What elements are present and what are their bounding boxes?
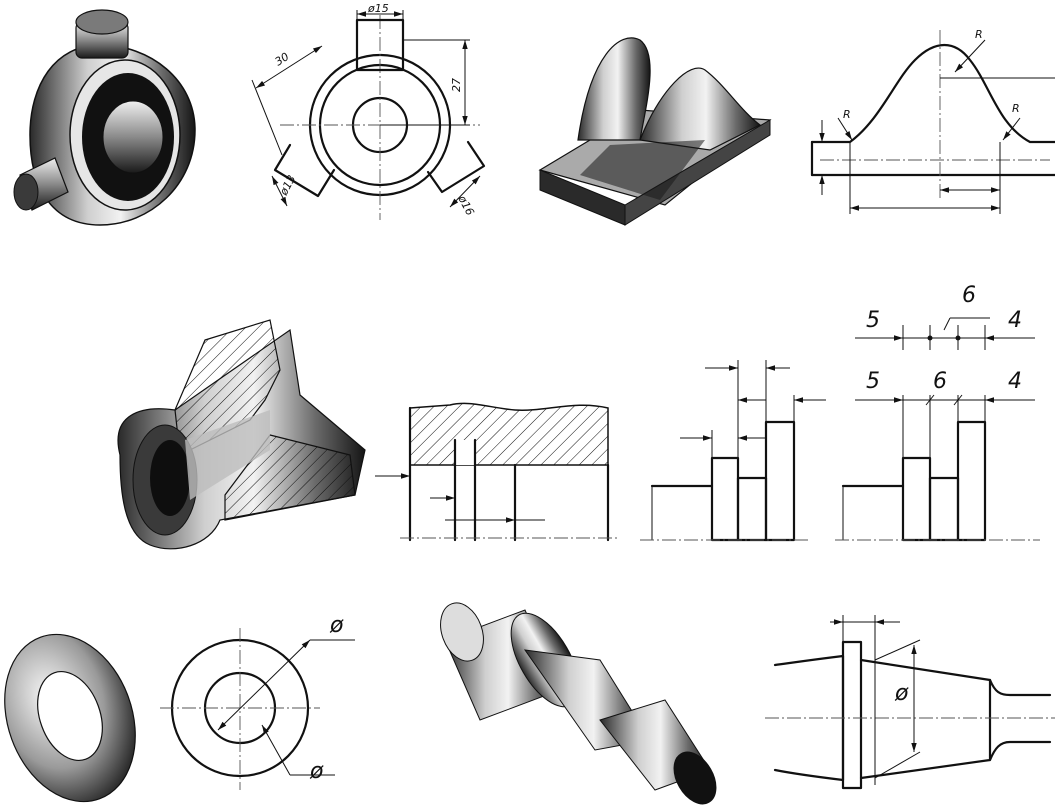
chain-top-left: 5 — [866, 308, 880, 333]
radius-left-label: R — [843, 108, 851, 121]
sectioned-bushing-3d — [117, 319, 366, 550]
chain-bottom-mid: 6 — [933, 369, 947, 394]
stepped-shaft-3d — [440, 602, 717, 805]
chain-dims-view: 5 6 4 5 6 4 — [835, 283, 1040, 542]
dim-height: 27 — [450, 78, 463, 92]
dim-left-dia: ø13 — [277, 173, 299, 198]
chain-top-mid: 6 — [962, 283, 976, 308]
chain-bottom-left: 5 — [866, 369, 880, 394]
dim-right-dia: ø16 — [455, 192, 477, 217]
shaft-cone-view: ø — [765, 615, 1055, 790]
step-section-view — [375, 402, 620, 542]
washer-outer-dia: ø — [329, 613, 344, 638]
profile-view: R R R — [810, 28, 1055, 214]
bracket-view: ø15 27 30 ø13 ø16 — [251, 2, 486, 220]
chain-top-right: 4 — [1008, 308, 1022, 333]
dim-radius-len: 30 — [273, 50, 292, 69]
stepped-shaft-dims — [640, 360, 826, 542]
chain-bottom-right: 4 — [1008, 369, 1022, 394]
washer-3d — [4, 633, 136, 803]
washer-inner-dia: ø — [309, 759, 324, 784]
ring-body-3d — [13, 9, 196, 226]
shaft-cone-dia: ø — [894, 681, 909, 706]
radius-top-label: R — [975, 28, 983, 41]
dim-top-dia: ø15 — [367, 2, 389, 15]
radius-right-label: R — [1012, 102, 1020, 115]
saddle-block-3d — [538, 37, 772, 226]
washer-view: ø ø — [160, 613, 355, 790]
